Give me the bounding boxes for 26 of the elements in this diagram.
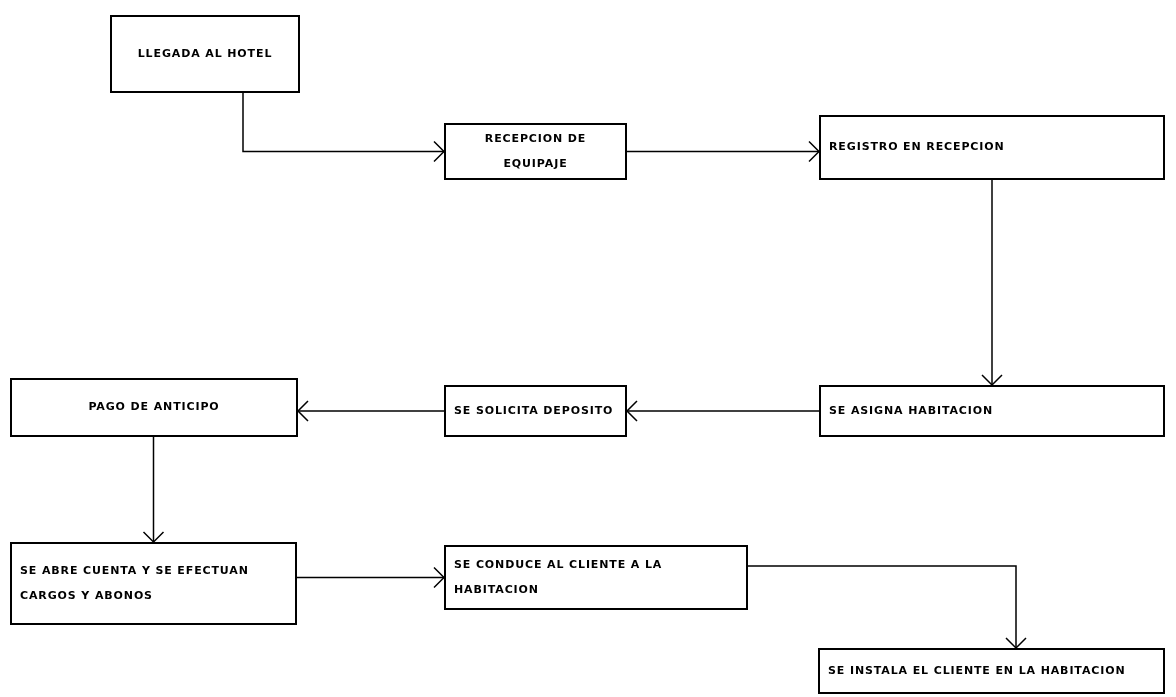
arrow [142, 436, 165, 543]
box-label: SE CONDUCE AL CLIENTE A LA HABITACION [454, 557, 664, 598]
box-label: SE ASIGNA HABITACION [829, 402, 994, 419]
process-box [444, 545, 748, 610]
process-box [819, 115, 1165, 180]
process-box [444, 123, 627, 180]
process-box [444, 385, 627, 437]
arrow [747, 565, 1027, 649]
arrow [242, 92, 445, 163]
process-box [110, 15, 300, 93]
arrow [626, 140, 820, 163]
box-label: SE INSTALA EL CLIENTE EN LA HABITACION [828, 662, 1126, 679]
arrow [297, 400, 445, 422]
process-box [10, 542, 297, 625]
process-box [818, 648, 1165, 694]
box-label: SE SOLICITA DEPOSITO [454, 402, 614, 419]
process-box [819, 385, 1165, 437]
box-label: REGISTRO EN RECEPCION [829, 139, 1005, 156]
box-label: PAGO DE ANTICIPO [88, 399, 220, 416]
process-box [10, 378, 298, 437]
box-label: RECEPCION DE EQUIPAJE [483, 131, 588, 172]
arrow [626, 400, 820, 422]
box-label: LLEGADA AL HOTEL [137, 45, 273, 62]
arrow [296, 566, 445, 589]
box-label: SE ABRE CUENTA Y SE EFECTUAN CARGOS Y ABONOS [20, 563, 250, 604]
arrow [981, 179, 1003, 386]
